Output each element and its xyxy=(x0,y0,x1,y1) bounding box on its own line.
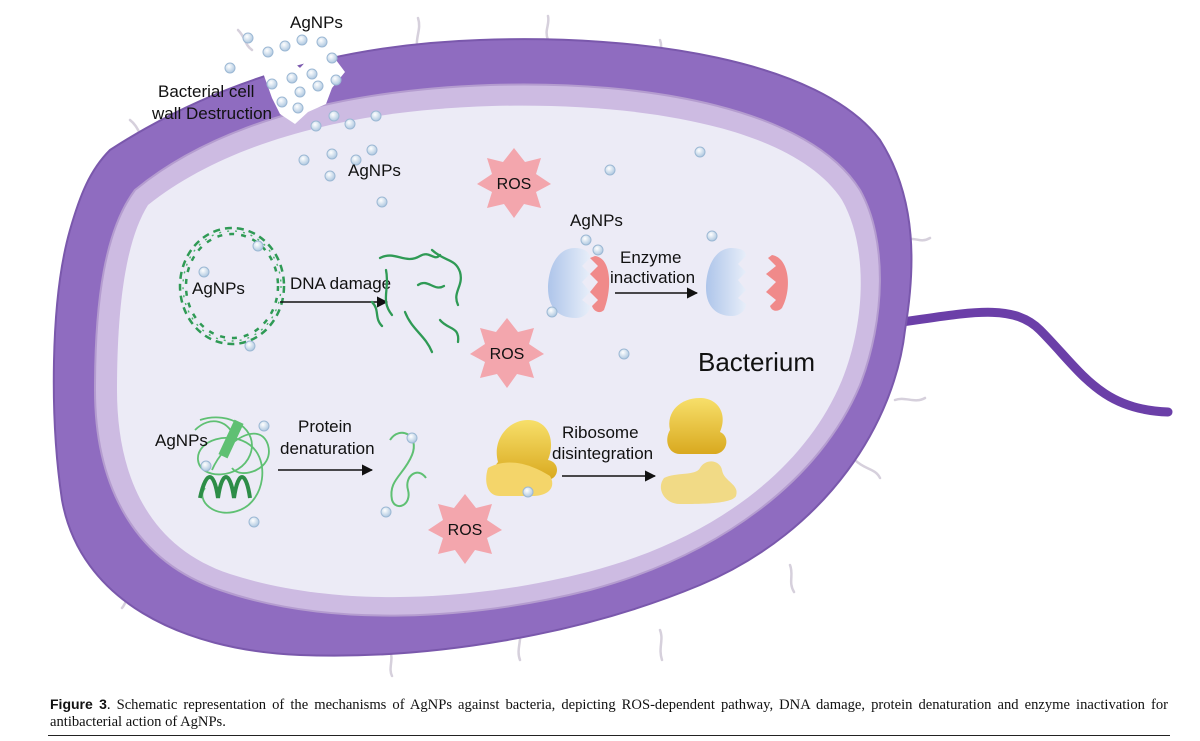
nanoparticle xyxy=(224,62,236,74)
nanoparticle xyxy=(592,244,604,256)
nanoparticle xyxy=(326,148,338,160)
protein-label-line1: Protein xyxy=(298,417,352,436)
nanoparticle xyxy=(312,80,324,92)
caption-label: Figure 3 xyxy=(50,696,107,712)
protein-sheet xyxy=(218,419,244,459)
nanoparticle xyxy=(406,432,418,444)
nanoparticle xyxy=(380,506,392,518)
enzyme-label-line1: Enzyme xyxy=(620,248,681,267)
agnps-top-label: AgNPs xyxy=(290,13,343,32)
nanoparticle xyxy=(370,110,382,122)
ribosome-disintegrated xyxy=(660,398,737,504)
nanoparticle xyxy=(262,46,274,58)
ros-star: ROS xyxy=(477,148,551,218)
nanoparticle xyxy=(694,146,706,158)
ribosome-label-line1: Ribosome xyxy=(562,423,639,442)
nanoparticle xyxy=(294,86,306,98)
nanoparticle xyxy=(546,306,558,318)
nanoparticle xyxy=(292,102,304,114)
flagellum xyxy=(875,307,1173,417)
nanoparticle xyxy=(330,74,342,86)
nanoparticle xyxy=(242,32,254,44)
nanoparticle xyxy=(580,234,592,246)
damaged-dna xyxy=(370,248,462,354)
nanoparticle xyxy=(310,120,322,132)
enzyme-complex xyxy=(548,248,610,318)
protein-label-line2: denaturation xyxy=(280,439,375,458)
nanoparticle xyxy=(258,420,270,432)
nanoparticle xyxy=(324,170,336,182)
bacterium-label: Bacterium xyxy=(698,347,815,377)
nanoparticle xyxy=(344,118,356,130)
nanoparticle xyxy=(279,40,291,52)
ros-label: ROS xyxy=(490,346,525,363)
nanoparticle xyxy=(252,240,264,252)
agnps-protein-label: AgNPs xyxy=(155,431,208,450)
ros-star: ROS xyxy=(428,494,502,564)
nanoparticle xyxy=(296,34,308,46)
agnps-upper-label: AgNPs xyxy=(348,161,401,180)
bacterium-schematic: ROS ROS ROS AgNPs DNA damage AgNPs Enzym… xyxy=(52,13,1173,678)
ros-label: ROS xyxy=(448,522,483,539)
nanoparticle xyxy=(326,52,338,64)
cell-wall-label-line1: Bacterial cell xyxy=(158,82,254,101)
nanoparticle xyxy=(618,348,630,360)
nanoparticle xyxy=(604,164,616,176)
enzyme-label-line2: inactivation xyxy=(610,268,695,287)
caption-rule xyxy=(48,735,1170,736)
dna-damage-label: DNA damage xyxy=(290,274,391,293)
nanoparticle xyxy=(366,144,378,156)
nanoparticle xyxy=(276,96,288,108)
inactivated-enzyme xyxy=(706,248,788,316)
nanoparticle xyxy=(248,516,260,528)
nanoparticle xyxy=(244,340,256,352)
nanoparticle xyxy=(200,460,212,472)
nanoparticle xyxy=(286,72,298,84)
nanoparticle xyxy=(198,266,210,278)
ros-label: ROS xyxy=(497,176,532,193)
nanoparticle xyxy=(376,196,388,208)
nanoparticle xyxy=(350,154,362,166)
protein-helix xyxy=(198,475,252,499)
nanoparticle xyxy=(522,486,534,498)
dna-plasmid xyxy=(178,226,286,346)
nanoparticle xyxy=(316,36,328,48)
figure-caption: Figure 3. Schematic representation of th… xyxy=(50,696,1168,731)
agnps-dna-label: AgNPs xyxy=(192,279,245,298)
cell-wall-label-line2: wall Destruction xyxy=(151,104,272,123)
nanoparticle xyxy=(706,230,718,242)
nanoparticle xyxy=(266,78,278,90)
ribosome-label-line2: disintegration xyxy=(552,444,653,463)
ros-star: ROS xyxy=(470,318,544,388)
nanoparticle xyxy=(298,154,310,166)
nanoparticle xyxy=(328,110,340,122)
silver-nanoparticles xyxy=(198,32,718,528)
nanoparticle xyxy=(306,68,318,80)
agnps-enzyme-label: AgNPs xyxy=(570,211,623,230)
ribosome-intact xyxy=(486,420,557,496)
caption-text: . Schematic representation of the mechan… xyxy=(50,697,1168,730)
